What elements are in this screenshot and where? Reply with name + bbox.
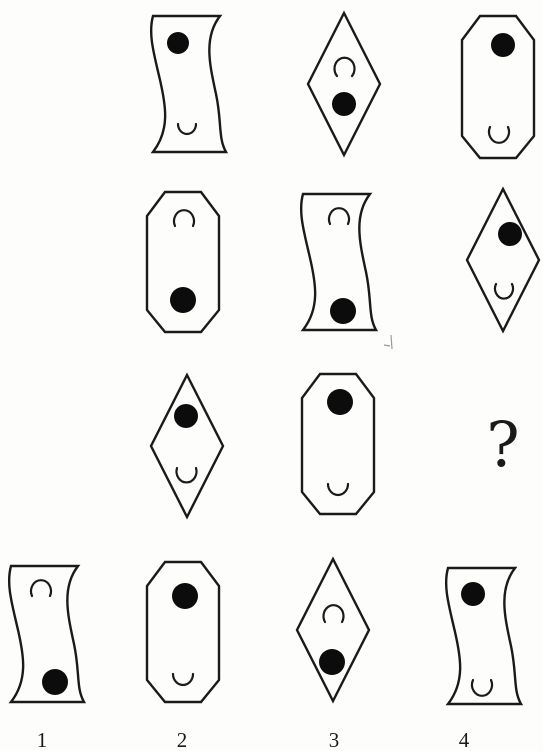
cup-arc	[328, 484, 348, 495]
diamond-outline	[308, 13, 380, 155]
hexagon-figure	[458, 12, 538, 160]
hexagon-figure	[143, 188, 223, 336]
s-curve-figure	[148, 10, 228, 158]
matrix-cell-r2c1	[143, 188, 223, 336]
matrix-cell-r3c1	[147, 372, 227, 520]
cup-arc	[472, 680, 492, 696]
diamond-outline	[467, 189, 539, 331]
cap-arc	[174, 210, 194, 226]
filled-dot	[332, 92, 356, 116]
filled-dot	[319, 649, 345, 675]
option-label-1: 1	[22, 728, 62, 751]
cup-arc	[489, 127, 509, 143]
filled-dot	[491, 33, 515, 57]
diamond-outline	[151, 375, 223, 517]
diamond-figure	[293, 556, 373, 704]
cap-arc	[31, 580, 51, 596]
missing-answer-mark: ?	[478, 405, 528, 485]
option-1-figure[interactable]	[6, 560, 86, 708]
option-label-2: 2	[162, 728, 202, 751]
matrix-cell-r1c1	[148, 10, 228, 158]
hexagon-outline	[147, 562, 219, 702]
filled-dot	[172, 583, 198, 609]
option-label-4: 4	[444, 728, 484, 751]
cup-arc	[173, 674, 193, 685]
cap-arc	[329, 208, 349, 224]
cap-arc	[335, 58, 355, 76]
filled-dot	[174, 404, 198, 428]
s-curve-outline	[151, 16, 226, 152]
filled-dot	[170, 287, 196, 313]
matrix-cell-r2c3	[463, 186, 543, 334]
option-label-3: 3	[314, 728, 354, 751]
matrix-cell-r1c2	[304, 10, 384, 158]
matrix-cell-r1c3	[458, 12, 538, 160]
scan-speck	[382, 333, 396, 353]
cup-arc	[177, 468, 197, 482]
cup-arc	[178, 124, 196, 134]
filled-dot	[461, 582, 485, 606]
diamond-figure	[147, 372, 227, 520]
s-curve-figure	[6, 560, 86, 708]
matrix-cell-r3c2	[298, 370, 378, 518]
option-4-figure[interactable]	[443, 562, 523, 710]
filled-dot	[330, 298, 356, 324]
matrix-cell-r2c2	[298, 188, 378, 336]
filled-dot	[42, 669, 68, 695]
option-2-figure[interactable]	[143, 558, 223, 706]
diamond-figure	[304, 10, 384, 158]
hexagon-figure	[143, 558, 223, 706]
filled-dot	[327, 389, 353, 415]
option-3-figure[interactable]	[293, 556, 373, 704]
cup-arc	[495, 284, 513, 299]
s-curve-figure	[443, 562, 523, 710]
diamond-outline	[297, 559, 369, 701]
hexagon-figure	[298, 370, 378, 518]
s-curve-figure	[298, 188, 378, 336]
filled-dot	[167, 32, 189, 54]
diamond-figure	[463, 186, 543, 334]
filled-dot	[498, 222, 522, 246]
cap-arc	[324, 605, 344, 622]
